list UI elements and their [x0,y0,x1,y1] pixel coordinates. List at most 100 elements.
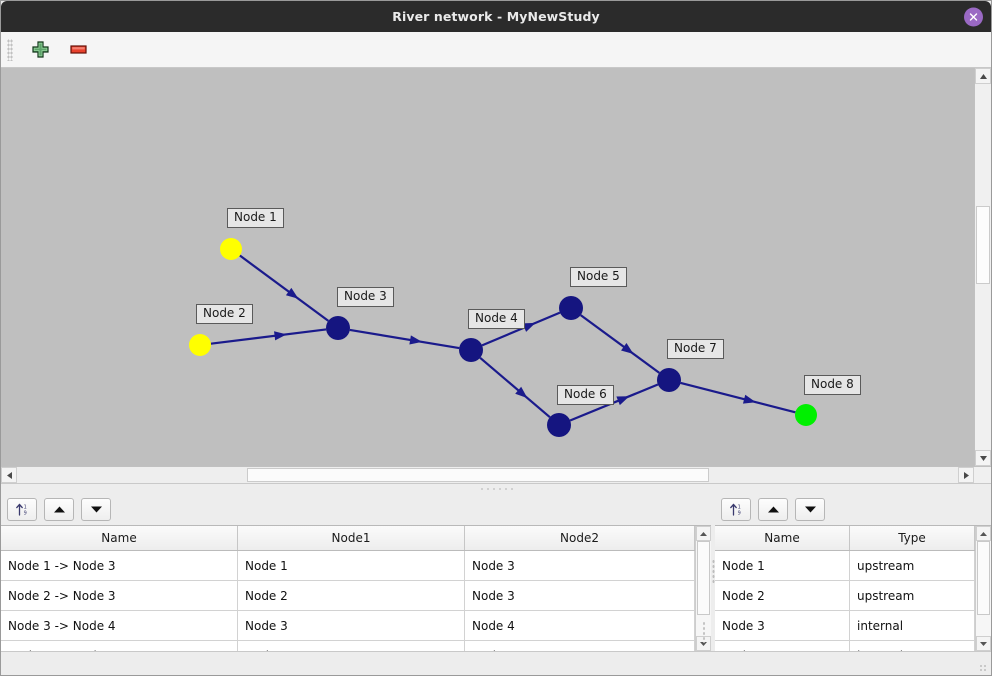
node-scroll-down-button[interactable] [976,636,991,651]
branch-column-header[interactable]: Node2 [465,526,695,550]
graph-node-node-7[interactable] [657,368,681,392]
node-cell[interactable]: Node 3 [715,611,850,640]
graph-scroll-up-button[interactable] [975,68,991,84]
branch-cell[interactable]: Node 5 [465,641,695,651]
graph-edge[interactable] [349,328,460,350]
plus-icon [31,41,49,58]
branch-move-down-button[interactable] [81,497,111,521]
node-cell[interactable]: Node 1 [715,551,850,580]
delete-node-button[interactable] [65,37,91,63]
graph-edge[interactable] [239,254,329,322]
graph-vscroll-thumb[interactable] [976,206,990,284]
branch-cell[interactable]: Node 4 [238,641,465,651]
branch-scroll-up-button[interactable] [696,526,711,541]
graph-node-label-node-6[interactable]: Node 6 [557,385,614,405]
graph-node-node-4[interactable] [459,338,483,362]
node-column-header[interactable]: Name [715,526,850,550]
graph-node-label-node-2[interactable]: Node 2 [196,304,253,324]
graph-hscroll-thumb[interactable] [247,468,709,482]
graph-edge[interactable] [479,356,551,419]
branch-scroll-track[interactable] [696,541,711,643]
branch-cell[interactable]: Node 4 -> Node 5 [1,641,238,651]
table-row[interactable]: Node 4internal [715,641,975,651]
graph-edge[interactable] [569,383,659,422]
node-sort-button[interactable]: 1 9 [721,497,751,521]
svg-text:1: 1 [23,504,26,510]
node-cell[interactable]: internal [850,641,975,651]
branch-column-header[interactable]: Node1 [238,526,465,550]
node-cell[interactable]: Node 4 [715,641,850,651]
branch-sort-button[interactable]: 1 9 [7,497,37,521]
graph-node-label-node-5[interactable]: Node 5 [570,267,627,287]
triangle-up-icon [700,531,707,536]
main-toolbar [1,32,991,68]
resize-grip[interactable] [979,664,988,673]
graph-node-node-6[interactable] [547,413,571,437]
graph-node-node-8[interactable] [795,404,817,426]
node-cell[interactable]: upstream [850,551,975,580]
graph-node-node-2[interactable] [189,334,211,356]
graph-scroll-down-button[interactable] [975,450,991,466]
branch-cell[interactable]: Node 4 [465,611,695,640]
branch-cell[interactable]: Node 3 [465,581,695,610]
node-table-scrollbar[interactable] [975,526,991,651]
node-column-header[interactable]: Type [850,526,975,550]
branch-cell[interactable]: Node 2 [238,581,465,610]
graph-node-label-node-8[interactable]: Node 8 [804,375,861,395]
add-node-button[interactable] [27,37,53,63]
graph-vertical-scrollbar[interactable] [974,68,991,466]
graph-node-label-node-4[interactable]: Node 4 [468,309,525,329]
branch-cell[interactable]: Node 3 [238,611,465,640]
graph-scroll-right-button[interactable] [958,467,974,483]
graph-node-node-3[interactable] [326,316,350,340]
graph-vscroll-track[interactable] [975,84,991,450]
node-cell[interactable]: internal [850,611,975,640]
graph-node-node-5[interactable] [559,296,583,320]
graph-edge[interactable] [680,381,796,414]
splitter-grip [479,486,513,491]
node-cell[interactable]: Node 2 [715,581,850,610]
horizontal-splitter[interactable] [711,493,715,651]
branch-column-header[interactable]: Name [1,526,238,550]
graph-node-label-node-3[interactable]: Node 3 [337,287,394,307]
node-cell[interactable]: upstream [850,581,975,610]
graph-edge[interactable] [580,314,660,374]
node-move-down-button[interactable] [795,497,825,521]
branch-cell[interactable]: Node 3 [465,551,695,580]
graph-edge[interactable] [210,328,327,345]
network-graph-canvas[interactable]: Node 1 Node 2 Node 3 Node 4 Node 5 Node 6 Node… [1,68,974,466]
node-move-up-button[interactable] [758,497,788,521]
branch-move-up-button[interactable] [44,497,74,521]
branch-scroll-thumb[interactable] [697,541,710,615]
graph-horizontal-scrollbar[interactable] [1,466,991,483]
node-scroll-up-button[interactable] [976,526,991,541]
close-button[interactable] [964,7,983,26]
branch-cell[interactable]: Node 2 -> Node 3 [1,581,238,610]
graph-node-node-1[interactable] [220,238,242,260]
branch-cell[interactable]: Node 3 -> Node 4 [1,611,238,640]
graph-node-label-node-7[interactable]: Node 7 [667,339,724,359]
vertical-splitter[interactable] [1,483,991,493]
graph-scroll-left-button[interactable] [1,467,17,483]
toolbar-drag-handle[interactable] [7,38,13,61]
branch-cell[interactable]: Node 1 -> Node 3 [1,551,238,580]
branch-table-scrollbar[interactable] [695,526,711,651]
graph-node-label-node-1[interactable]: Node 1 [227,208,284,228]
branch-cell[interactable]: Node 1 [238,551,465,580]
graph-hscroll-track[interactable] [17,467,958,483]
graph-edge[interactable] [481,311,561,347]
node-scroll-thumb[interactable] [977,541,990,615]
scrollbar-corner [974,467,991,483]
node-scroll-track[interactable] [976,541,991,636]
